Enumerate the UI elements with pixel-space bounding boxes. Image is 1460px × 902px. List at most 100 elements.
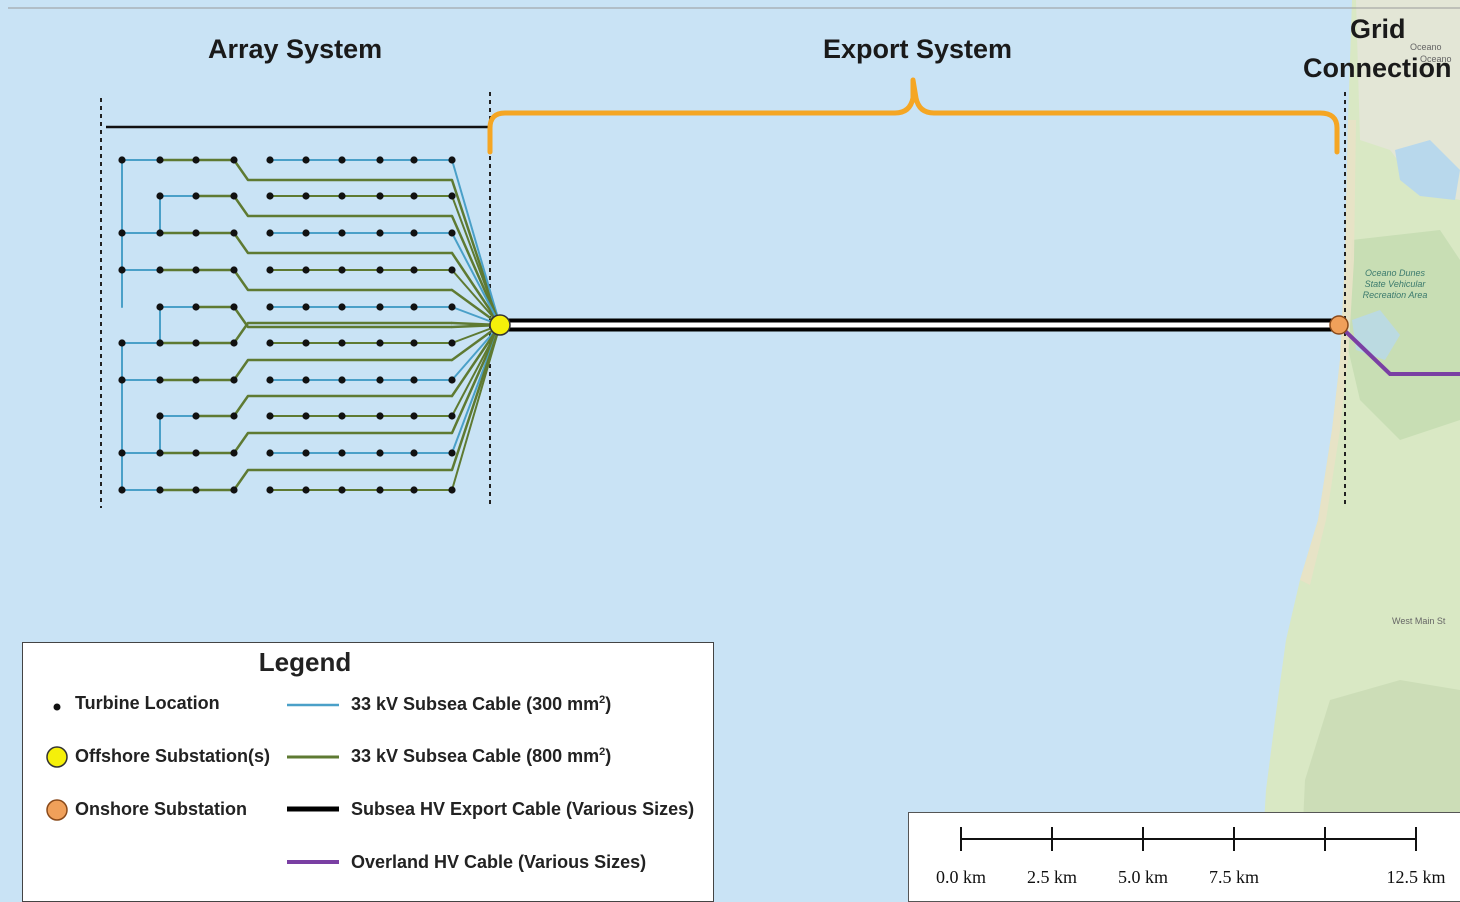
turbine[interactable] — [230, 229, 238, 237]
turbine[interactable] — [448, 376, 456, 384]
turbine[interactable] — [118, 449, 126, 457]
turbine[interactable] — [302, 376, 310, 384]
turbine[interactable] — [448, 266, 456, 274]
turbine[interactable] — [302, 192, 310, 200]
turbine[interactable] — [266, 449, 274, 457]
turbine[interactable] — [156, 449, 164, 457]
turbine[interactable] — [118, 229, 126, 237]
turbine[interactable] — [156, 192, 164, 200]
turbine[interactable] — [410, 156, 418, 164]
turbine[interactable] — [302, 486, 310, 494]
turbine[interactable] — [410, 412, 418, 420]
turbine[interactable] — [266, 376, 274, 384]
turbine[interactable] — [192, 376, 200, 384]
turbine[interactable] — [192, 449, 200, 457]
turbine[interactable] — [192, 412, 200, 420]
turbine[interactable] — [156, 266, 164, 274]
turbine[interactable] — [338, 376, 346, 384]
turbine[interactable] — [338, 486, 346, 494]
turbine[interactable] — [266, 192, 274, 200]
turbine[interactable] — [376, 412, 384, 420]
turbine[interactable] — [266, 156, 274, 164]
turbine[interactable] — [192, 486, 200, 494]
turbine[interactable] — [118, 486, 126, 494]
turbine[interactable] — [376, 486, 384, 494]
turbine[interactable] — [448, 412, 456, 420]
turbine[interactable] — [192, 156, 200, 164]
turbine[interactable] — [410, 303, 418, 311]
turbine[interactable] — [448, 339, 456, 347]
turbine[interactable] — [156, 156, 164, 164]
turbine[interactable] — [266, 266, 274, 274]
turbine[interactable] — [156, 339, 164, 347]
turbine[interactable] — [376, 449, 384, 457]
turbine[interactable] — [376, 156, 384, 164]
turbine[interactable] — [376, 229, 384, 237]
turbine[interactable] — [230, 339, 238, 347]
turbine[interactable] — [338, 412, 346, 420]
turbine[interactable] — [376, 376, 384, 384]
turbine[interactable] — [338, 339, 346, 347]
turbine[interactable] — [302, 449, 310, 457]
turbine[interactable] — [448, 156, 456, 164]
turbine[interactable] — [448, 192, 456, 200]
turbine[interactable] — [192, 266, 200, 274]
turbine[interactable] — [118, 156, 126, 164]
park-label-line3: Recreation Area — [1362, 290, 1428, 300]
turbine[interactable] — [230, 303, 238, 311]
turbine[interactable] — [230, 156, 238, 164]
turbine[interactable] — [230, 412, 238, 420]
turbine[interactable] — [302, 412, 310, 420]
turbine[interactable] — [410, 192, 418, 200]
turbine[interactable] — [338, 192, 346, 200]
turbine[interactable] — [156, 229, 164, 237]
turbine[interactable] — [230, 449, 238, 457]
turbine[interactable] — [266, 339, 274, 347]
turbine[interactable] — [302, 229, 310, 237]
turbine[interactable] — [230, 486, 238, 494]
offshore-substation[interactable] — [489, 314, 511, 336]
turbine[interactable] — [448, 303, 456, 311]
turbine[interactable] — [448, 486, 456, 494]
turbine[interactable] — [302, 266, 310, 274]
turbine[interactable] — [192, 192, 200, 200]
turbine[interactable] — [192, 303, 200, 311]
turbine[interactable] — [118, 376, 126, 384]
turbine[interactable] — [118, 266, 126, 274]
turbine[interactable] — [338, 303, 346, 311]
turbine[interactable] — [266, 412, 274, 420]
turbine[interactable] — [448, 449, 456, 457]
turbine[interactable] — [302, 156, 310, 164]
turbine[interactable] — [376, 266, 384, 274]
turbine[interactable] — [156, 303, 164, 311]
turbine[interactable] — [338, 229, 346, 237]
onshore-substation[interactable] — [1329, 315, 1349, 335]
turbine[interactable] — [376, 303, 384, 311]
turbine[interactable] — [410, 486, 418, 494]
turbine[interactable] — [376, 192, 384, 200]
turbine[interactable] — [266, 486, 274, 494]
turbine[interactable] — [192, 229, 200, 237]
turbine[interactable] — [302, 339, 310, 347]
turbine[interactable] — [376, 339, 384, 347]
turbine[interactable] — [410, 229, 418, 237]
turbine[interactable] — [230, 266, 238, 274]
turbine[interactable] — [266, 303, 274, 311]
turbine[interactable] — [118, 339, 126, 347]
turbine[interactable] — [192, 339, 200, 347]
turbine[interactable] — [410, 376, 418, 384]
turbine[interactable] — [410, 339, 418, 347]
turbine[interactable] — [266, 229, 274, 237]
turbine[interactable] — [448, 229, 456, 237]
turbine[interactable] — [410, 266, 418, 274]
turbine[interactable] — [156, 376, 164, 384]
turbine[interactable] — [302, 303, 310, 311]
turbine[interactable] — [156, 412, 164, 420]
turbine[interactable] — [230, 376, 238, 384]
turbine[interactable] — [230, 192, 238, 200]
turbine[interactable] — [338, 156, 346, 164]
turbine[interactable] — [338, 449, 346, 457]
turbine[interactable] — [156, 486, 164, 494]
turbine[interactable] — [410, 449, 418, 457]
turbine[interactable] — [338, 266, 346, 274]
